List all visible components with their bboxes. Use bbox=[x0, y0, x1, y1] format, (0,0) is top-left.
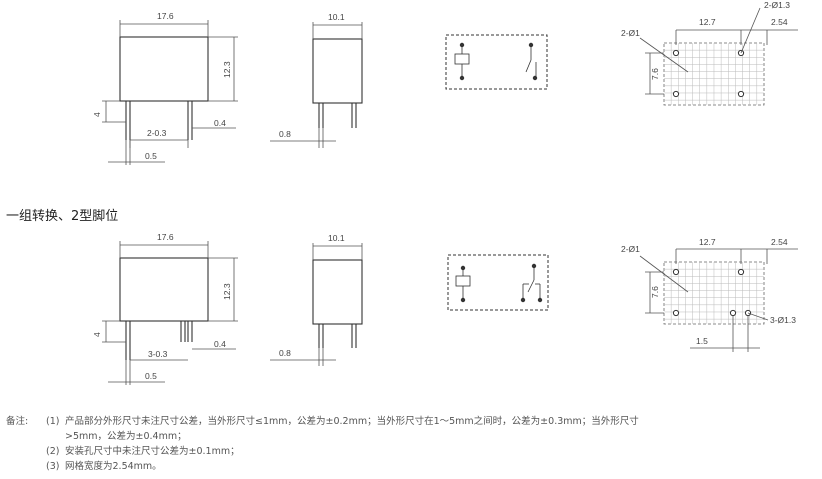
note-text: 产品部分外形尺寸未注尺寸公差，当外形尺寸≤1mm，公差为±0.2mm；当外形尺寸… bbox=[65, 416, 639, 427]
side-width-label: 10.1 bbox=[328, 233, 345, 243]
note-number: (1) bbox=[46, 416, 60, 427]
front-view-bottom bbox=[102, 241, 238, 385]
dimension-line bbox=[747, 312, 769, 321]
hole-dia2-label: 3-Ø1.3 bbox=[770, 315, 796, 325]
schematic-bottom bbox=[447, 254, 549, 311]
hole-dia2-label: 2-Ø1.3 bbox=[764, 0, 790, 10]
pcb-layout-bottom bbox=[639, 248, 798, 352]
note-row: >5mm，公差为±0.4mm； bbox=[6, 429, 818, 444]
pin-pitch-label: 3-0.3 bbox=[148, 349, 168, 359]
dimension-line bbox=[639, 37, 689, 73]
note-number: (2) bbox=[46, 446, 60, 457]
pin-length-label: 4 bbox=[92, 332, 102, 337]
hole-dia-label: 2-Ø1 bbox=[621, 244, 640, 254]
pin-pitch-label: 2-0.3 bbox=[147, 128, 167, 138]
front-width-label: 17.6 bbox=[157, 11, 174, 21]
side-view-top bbox=[270, 22, 363, 148]
pin-offset-label: 1.5 bbox=[696, 336, 708, 346]
side-view-bottom bbox=[270, 243, 363, 366]
front-height-label: 12.3 bbox=[222, 283, 232, 300]
hole-span-label: 12.7 bbox=[699, 237, 716, 247]
pin-width-label: 0.5 bbox=[145, 151, 157, 161]
side-pin-label: 0.8 bbox=[279, 129, 291, 139]
note-row: (2) 安装孔尺寸中未注尺寸公差为±0.1mm； bbox=[6, 444, 818, 459]
hole-offset-label: 2.54 bbox=[771, 237, 788, 247]
pin-width-label: 0.5 bbox=[145, 371, 157, 381]
mounting-hole bbox=[672, 309, 680, 317]
front-height-label: 12.3 bbox=[222, 61, 232, 78]
dimension-line bbox=[639, 255, 689, 293]
note-row: (3) 网格宽度为2.54mm。 bbox=[6, 459, 818, 474]
section-heading: 一组转换、2型脚位 bbox=[6, 209, 119, 224]
mounting-hole bbox=[737, 90, 745, 98]
mounting-hole bbox=[737, 268, 745, 276]
hole-span-label: 12.7 bbox=[699, 17, 716, 27]
schematic-top bbox=[445, 34, 548, 90]
front-width-label: 17.6 bbox=[157, 232, 174, 242]
side-width-label: 10.1 bbox=[328, 12, 345, 22]
pcb-layout-top bbox=[639, 7, 798, 106]
hole-offset-label: 2.54 bbox=[771, 17, 788, 27]
mounting-hole bbox=[672, 268, 680, 276]
note-text: 安装孔尺寸中未注尺寸公差为±0.1mm； bbox=[65, 446, 240, 457]
hole-dia-label: 2-Ø1 bbox=[621, 28, 640, 38]
row-spacing-label: 7.6 bbox=[650, 68, 660, 80]
note-number: (3) bbox=[46, 461, 60, 472]
mounting-hole bbox=[729, 309, 737, 317]
notes-label: 备注: bbox=[6, 416, 29, 427]
front-view-top bbox=[102, 20, 238, 165]
row-spacing-label: 7.6 bbox=[650, 286, 660, 298]
dimension-line bbox=[740, 7, 761, 54]
notes: 备注: (1) 产品部分外形尺寸未注尺寸公差，当外形尺寸≤1mm，公差为±0.2… bbox=[6, 414, 818, 474]
mounting-hole bbox=[672, 49, 680, 57]
mounting-hole bbox=[672, 90, 680, 98]
note-text-continued: >5mm，公差为±0.4mm； bbox=[65, 431, 187, 442]
side-pin-label: 0.8 bbox=[279, 348, 291, 358]
pin-length-label: 4 bbox=[92, 112, 102, 117]
pin-thickness-label: 0.4 bbox=[214, 118, 226, 128]
note-row: 备注: (1) 产品部分外形尺寸未注尺寸公差，当外形尺寸≤1mm，公差为±0.2… bbox=[6, 414, 818, 429]
note-text: 网格宽度为2.54mm。 bbox=[65, 461, 162, 472]
pin-thickness-label: 0.4 bbox=[214, 339, 226, 349]
